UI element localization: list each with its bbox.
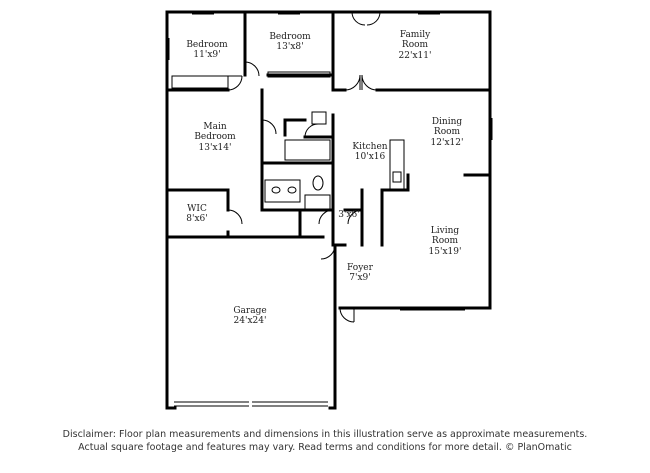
bedroom-3-label: Bedroom 13'x8' <box>269 32 311 53</box>
bedroom-2-label: Bedroom 11'x9' <box>186 40 228 61</box>
main-bedroom-walls <box>165 88 264 239</box>
wic-label: WIC 8'x6' <box>186 204 208 225</box>
kitchen-label: Kitchen 10'x16 <box>352 142 388 163</box>
kitchen-walls <box>333 173 410 247</box>
bath-walls <box>260 113 335 247</box>
living-room-label: Living Room 15'x19' <box>428 226 462 257</box>
outer-wall <box>165 10 492 410</box>
bedroom-walls <box>165 10 492 92</box>
dining-room-label: Dining Room 12'x12' <box>430 117 464 148</box>
foyer-label: Foyer 7'x9' <box>347 263 373 284</box>
garage-label: Garage 24'x24' <box>233 306 267 327</box>
pantry-label: 3'x6' <box>338 210 360 220</box>
main-bedroom-label: Main Bedroom 13'x14' <box>194 122 236 153</box>
foyer-walls <box>333 173 492 302</box>
disclaimer-line-2: Actual square footage and features may v… <box>78 442 572 453</box>
family-room-label: Family Room 22'x11' <box>398 30 432 61</box>
disclaimer-line-1: Disclaimer: Floor plan measurements and … <box>62 429 588 440</box>
